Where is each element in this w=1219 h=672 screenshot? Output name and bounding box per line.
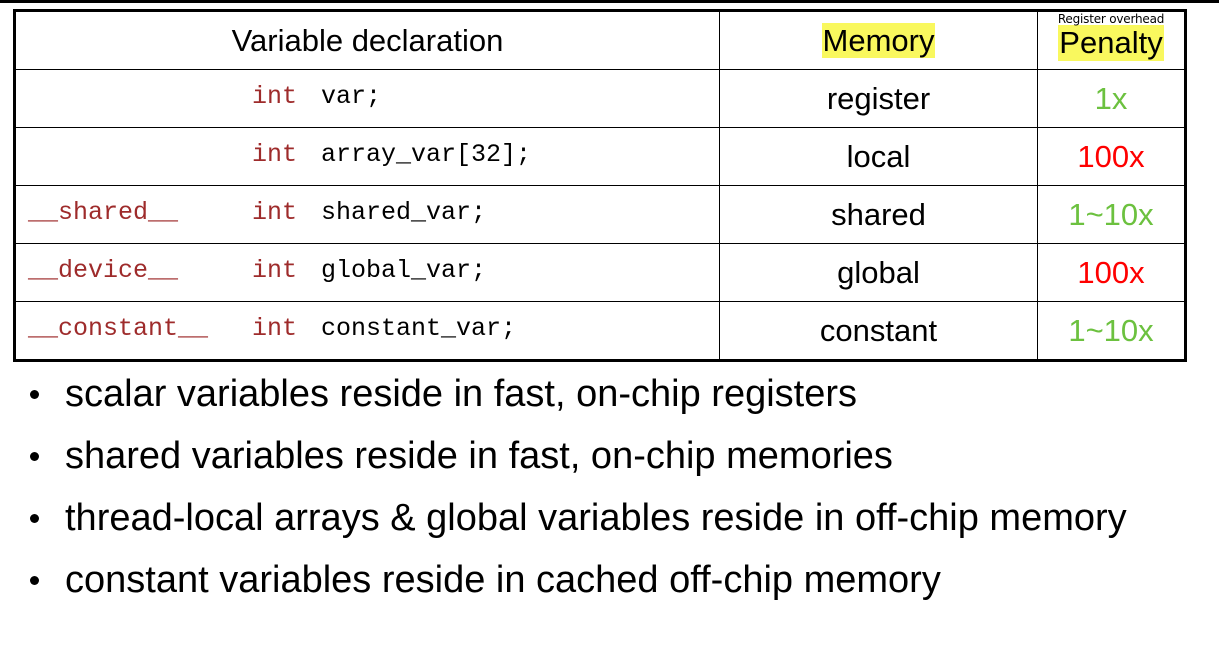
declaration-cell: int array_var[32]; [14,127,720,186]
bullet-text: constant variables reside in cached off-… [65,559,941,601]
memory-table: Variable declaration Memory Register ove… [13,9,1187,362]
type-keyword: int [252,140,298,169]
type-keyword: int [252,314,298,343]
type-keyword: int [252,256,298,285]
header-penalty-label: Penalty [1058,24,1164,61]
variable-name: array_var[32]; [321,140,532,169]
variable-name: global_var; [321,256,487,285]
type-keyword: int [252,82,298,111]
penalty-cell: 100x [1037,243,1186,302]
storage-qualifier: __constant__ [28,314,209,343]
declaration-cell: int var; [14,69,720,128]
storage-qualifier: __shared__ [28,198,179,227]
header-penalty-note: Register overhead [1057,12,1165,26]
variable-name: var; [321,82,382,111]
bullet-item: scalar variables reside in fast, on-chip… [0,372,1200,416]
header-declaration: Variable declaration [14,10,720,70]
declaration-cell: __device__ int global_var; [14,243,720,302]
memory-cell: local [719,127,1038,186]
penalty-cell: 100x [1037,127,1186,186]
table-row: __shared__ int shared_var; shared 1~10x [14,185,1186,244]
bullet-item: constant variables reside in cached off-… [0,558,1200,602]
bullet-item: thread-local arrays & global variables r… [0,496,1200,540]
bullet-dot-icon [30,452,39,461]
table-row: __device__ int global_var; global 100x [14,243,1186,302]
type-keyword: int [252,198,298,227]
table-header-row: Variable declaration Memory Register ove… [14,10,1186,70]
table-row: __constant__ int constant_var; constant … [14,301,1186,361]
bullet-dot-icon [30,390,39,399]
bullet-text: scalar variables reside in fast, on-chip… [65,373,858,415]
bullet-list: scalar variables reside in fast, on-chip… [0,372,1200,620]
bullet-text: thread-local arrays & global variables r… [65,497,1127,539]
header-memory: Memory [719,10,1038,70]
storage-qualifier: __device__ [28,256,179,285]
table-row: int array_var[32]; local 100x [14,127,1186,186]
memory-cell: global [719,243,1038,302]
penalty-cell: 1~10x [1037,185,1186,244]
declaration-cell: __shared__ int shared_var; [14,185,720,244]
bullet-dot-icon [30,514,39,523]
declaration-cell: __constant__ int constant_var; [14,301,720,361]
header-memory-label: Memory [821,22,936,58]
penalty-cell: 1~10x [1037,301,1186,361]
bullet-item: shared variables reside in fast, on-chip… [0,434,1200,478]
table-row: int var; register 1x [14,69,1186,128]
variable-name: shared_var; [321,198,487,227]
header-penalty: Register overhead Penalty [1037,10,1186,70]
memory-cell: register [719,69,1038,128]
top-rule [0,0,1219,3]
penalty-cell: 1x [1037,69,1186,128]
memory-cell: constant [719,301,1038,361]
variable-name: constant_var; [321,314,517,343]
bullet-text: shared variables reside in fast, on-chip… [65,435,893,477]
bullet-dot-icon [30,576,39,585]
memory-cell: shared [719,185,1038,244]
